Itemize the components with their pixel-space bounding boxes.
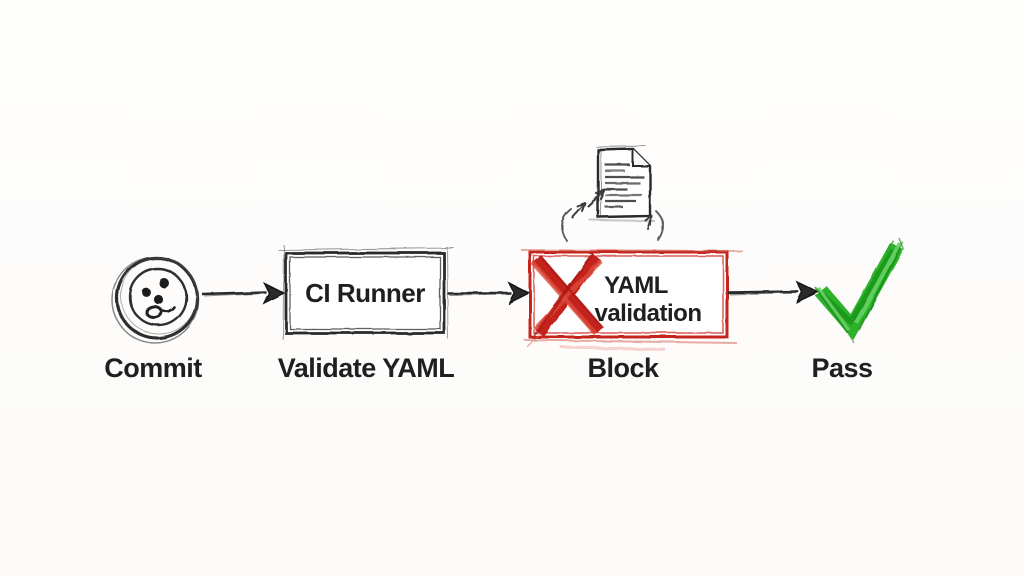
validate-yaml-label: Validate YAML bbox=[278, 353, 455, 383]
sketch-line bbox=[523, 339, 738, 344]
arrow-runner-to-validation bbox=[447, 281, 531, 305]
up-arrow-head bbox=[576, 202, 586, 212]
commit-dot bbox=[141, 287, 151, 297]
curved-arrow-right bbox=[655, 210, 664, 241]
sketch-border bbox=[289, 256, 441, 330]
document-shadow-line bbox=[588, 219, 656, 222]
box-border bbox=[284, 251, 446, 335]
checkmark-icon bbox=[814, 237, 905, 344]
yaml-validation-node: YAML validation Block bbox=[520, 249, 744, 383]
up-arrow-head bbox=[645, 215, 653, 226]
commit-node: Commit bbox=[104, 256, 203, 383]
sketch-circle bbox=[120, 257, 198, 335]
yaml-validation-title-line2: validation bbox=[594, 300, 701, 327]
commit-dot bbox=[153, 294, 163, 304]
arrow-commit-to-runner bbox=[201, 281, 286, 305]
sketch-line bbox=[448, 293, 510, 296]
arrow-right-icon bbox=[507, 281, 531, 305]
sketch-line bbox=[203, 292, 265, 297]
x-mark-icon bbox=[531, 253, 604, 337]
ci-runner-box bbox=[277, 244, 455, 341]
yaml-validation-title-line1: YAML bbox=[604, 272, 668, 299]
arrow-shaft bbox=[201, 290, 267, 296]
sketch-line bbox=[520, 249, 744, 252]
commit-loop-tail bbox=[159, 305, 176, 313]
pass-node: Pass bbox=[811, 237, 905, 383]
arrow-right-icon bbox=[795, 280, 820, 304]
commit-dot bbox=[159, 278, 169, 288]
block-label: Block bbox=[587, 353, 660, 383]
up-arrow-icon bbox=[586, 190, 605, 208]
sketch-circle bbox=[111, 256, 199, 344]
arrow-validation-to-pass bbox=[727, 280, 820, 304]
document-icon bbox=[588, 145, 656, 222]
commit-circle-icon bbox=[111, 256, 199, 344]
curved-arrow-left bbox=[560, 208, 572, 241]
arrow-right-icon bbox=[262, 281, 286, 305]
sketch-line bbox=[595, 145, 647, 148]
commit-loop bbox=[145, 305, 163, 319]
arrow-shaft bbox=[727, 290, 800, 295]
ci-runner-node: CI Runner Validate YAML bbox=[277, 244, 455, 383]
sketch-line bbox=[277, 247, 455, 251]
sketch-border-red bbox=[533, 255, 724, 334]
sketch-line bbox=[282, 244, 285, 341]
ci-runner-title: CI Runner bbox=[305, 278, 425, 308]
document-fold-corner bbox=[632, 149, 650, 167]
commit-label: Commit bbox=[104, 353, 202, 383]
up-arrow-head bbox=[594, 188, 607, 201]
pass-label: Pass bbox=[811, 353, 872, 383]
sketch-line bbox=[559, 345, 666, 351]
sketch-circle bbox=[128, 267, 188, 327]
document-motion-arrows bbox=[560, 188, 664, 241]
up-arrow-icon bbox=[571, 204, 584, 218]
document-text-lines bbox=[605, 163, 644, 209]
sketch-line bbox=[729, 292, 798, 296]
